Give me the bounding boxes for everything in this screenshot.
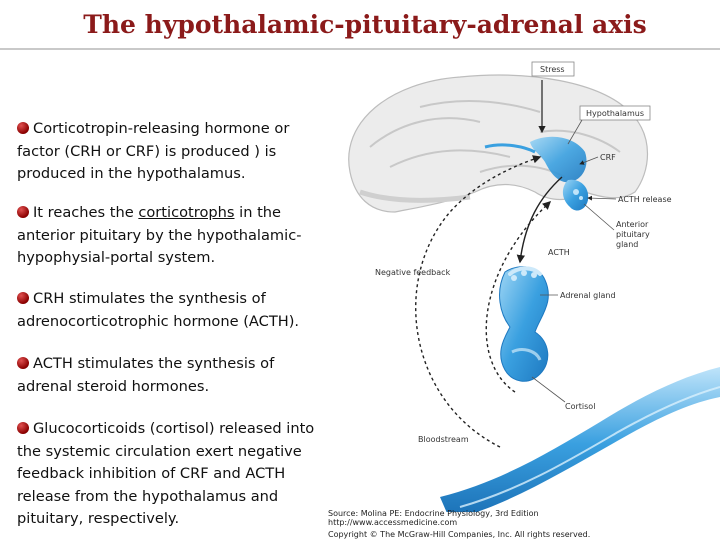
cortisol-label: Cortisol [565,402,595,411]
acth-release-label: ACTH release [618,195,672,204]
bullet-text: ACTH stimulates the synthesis of adrenal… [17,355,275,395]
bullet-dot-icon [17,122,29,134]
anterior-pituitary-label: pituitary [616,230,650,239]
bloodstream-label: Bloodstream [418,435,469,444]
stress-box [531,61,575,77]
negative-feedback-arrow-pituitary [485,201,552,393]
adrenal-gland [499,266,549,382]
crf-label: CRF [600,153,616,162]
bullet-text: in the anterior pituitary by the hypotha… [17,204,302,266]
corticotrophs-link[interactable]: corticotrophs [138,204,235,221]
anterior-pituitary-gland [562,179,589,211]
negative-feedback-label: Negative feedback [375,268,451,277]
bullet-dot-icon [17,422,29,434]
source-url: http://www.accessmedicine.com [328,518,458,527]
bullet-item: Corticotropin-releasing hormone or facto… [17,118,332,186]
bullet-item: It reaches the corticotrophs in the ante… [17,202,332,270]
stress-label: Stress [540,65,565,74]
acth-label: ACTH [548,248,570,257]
bullet-item: Glucocorticoids (cortisol) released into… [17,418,332,531]
anterior-pituitary-label: gland [616,240,638,249]
adrenal-gland-label: Adrenal gland [560,291,616,300]
anterior-pituitary-label: Anterior [616,220,649,229]
bullet-item: ACTH stimulates the synthesis of adrenal… [17,353,332,398]
copyright-notice: Copyright © The McGraw-Hill Companies, I… [328,530,591,539]
bullet-item: CRH stimulates the synthesis of adrenoco… [17,288,332,333]
hpa-axis-diagram: Stress Hypothalamus CRF ACTH release Ant… [348,61,720,512]
hypothalamus-region [484,136,587,183]
bloodstream-vessel [440,367,720,512]
hypothalamus-label: Hypothalamus [586,109,644,118]
bullet-dot-icon [17,206,29,218]
bullet-text: CRH stimulates the synthesis of adrenoco… [17,290,300,330]
acth-pathway-arrow [516,176,563,264]
bullet-text: It reaches the [33,204,139,221]
title-divider [0,48,720,50]
bullet-text: Glucocorticoids (cortisol) released into… [17,420,315,527]
cortisol-leader [531,376,566,403]
hypothalamus-box [579,105,651,121]
bullet-dot-icon [17,292,29,304]
bullet-text: Corticotropin-releasing hormone or facto… [17,120,290,182]
source-credit: Source: Molina PE: Endocrine Physiology,… [328,509,539,518]
bullet-dot-icon [17,357,29,369]
slide-title: The hypothalamic-pituitary-adrenal axis [83,10,647,39]
